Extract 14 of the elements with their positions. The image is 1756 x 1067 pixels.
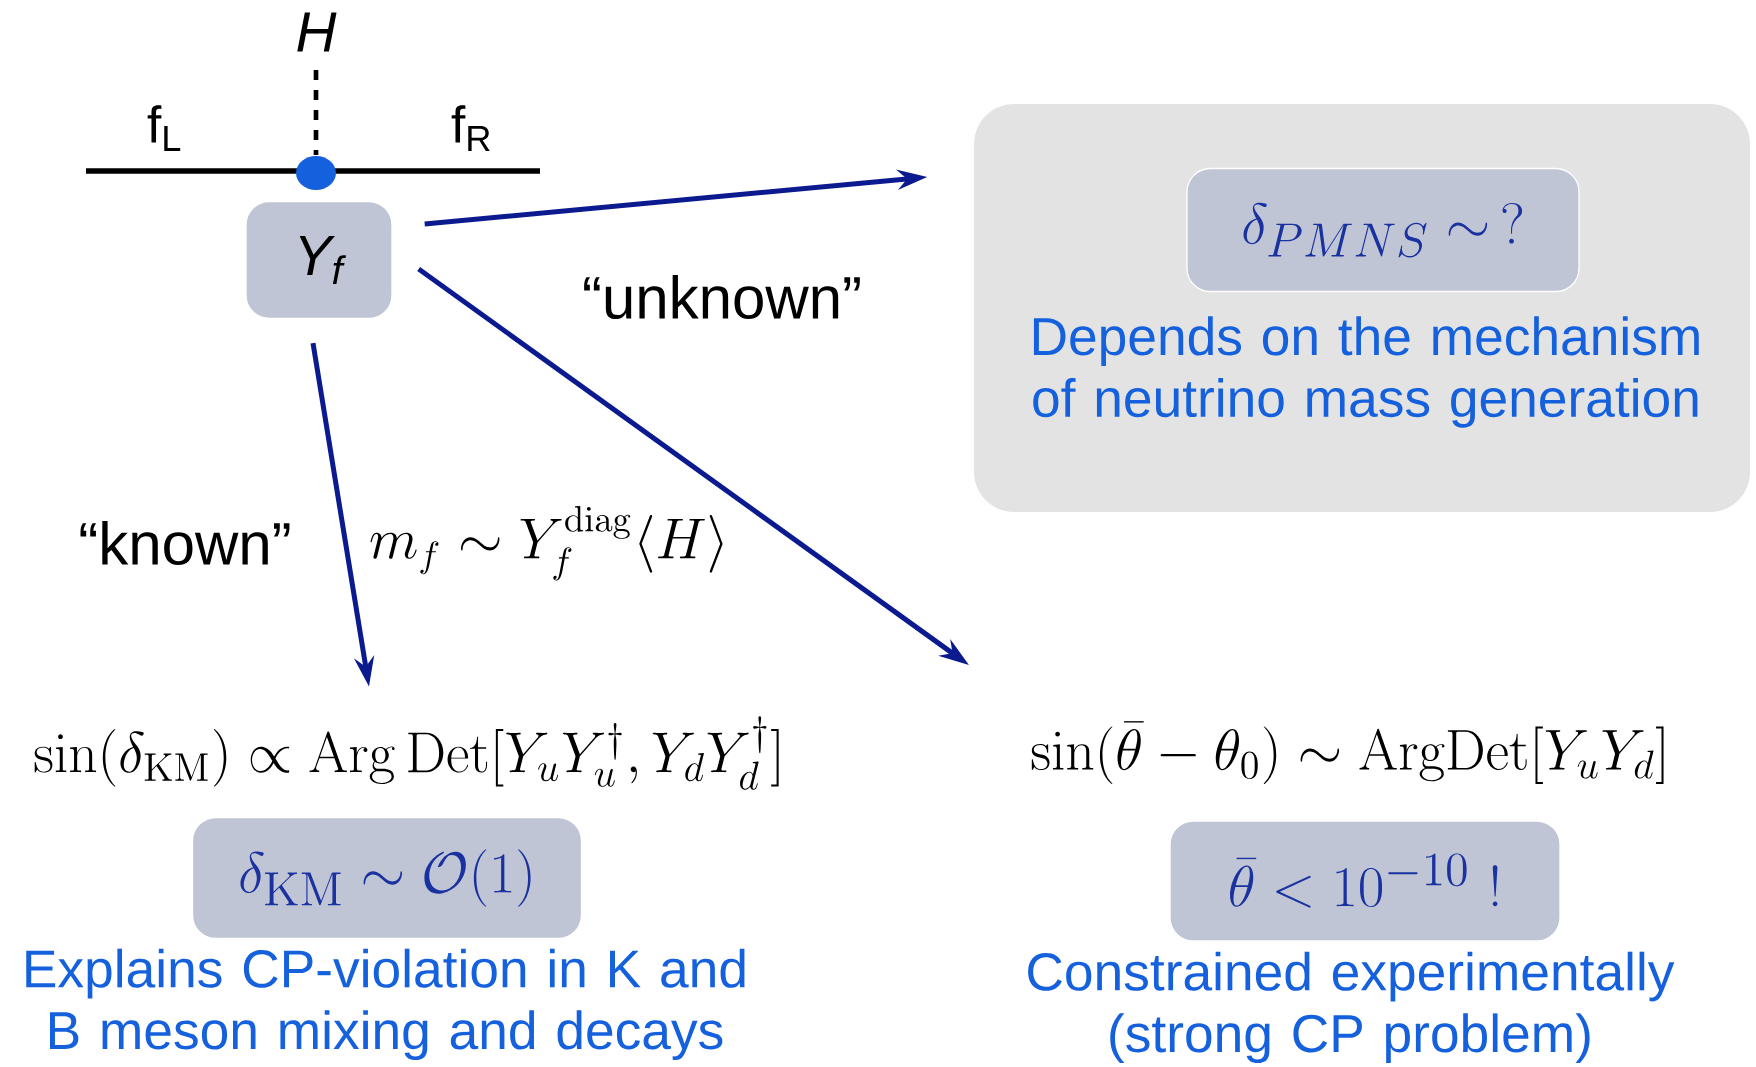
edge-label: “known” bbox=[74, 517, 296, 569]
field-label: f$_{R}$ bbox=[451, 105, 490, 151]
formula: $m_f \sim Y_f^{\mathrm{diag}}\langle H\rangle$ bbox=[370, 506, 723, 581]
caption-text: Explains CP-violation in K and B meson mixing and decays bbox=[26, 948, 745, 1061]
field-label: f$_{L}$ bbox=[147, 105, 181, 151]
formula-box: $\delta_{\mathrm{KM}} \sim \mathcal{O}(1)$ bbox=[191, 816, 583, 940]
formula-box: $\bar\theta < 10^{-10}\ !$ bbox=[1169, 820, 1561, 942]
edge-label: “unknown” bbox=[578, 271, 866, 323]
symbol-box: Y$_{f}$ bbox=[245, 200, 393, 320]
field-label: H bbox=[297, 12, 337, 52]
formula-box: $\delta_{PMNS} \sim\, ?$ bbox=[1186, 167, 1580, 293]
caption-text: Constrained experimentally (strong CP problem) bbox=[1028, 951, 1675, 1064]
formula: $\sin(\bar\theta-\theta_0) \sim \mathrm{ArgDet}[Y_u Y_d]$ bbox=[1031, 721, 1664, 784]
formula: $\sin(\delta_{\mathrm{KM}}) \propto \mathrm{Arg}\,\mathrm{Det}[Y_u Y_u^\dagger, Y_d Y_d^\dagger]$ bbox=[34, 716, 779, 790]
